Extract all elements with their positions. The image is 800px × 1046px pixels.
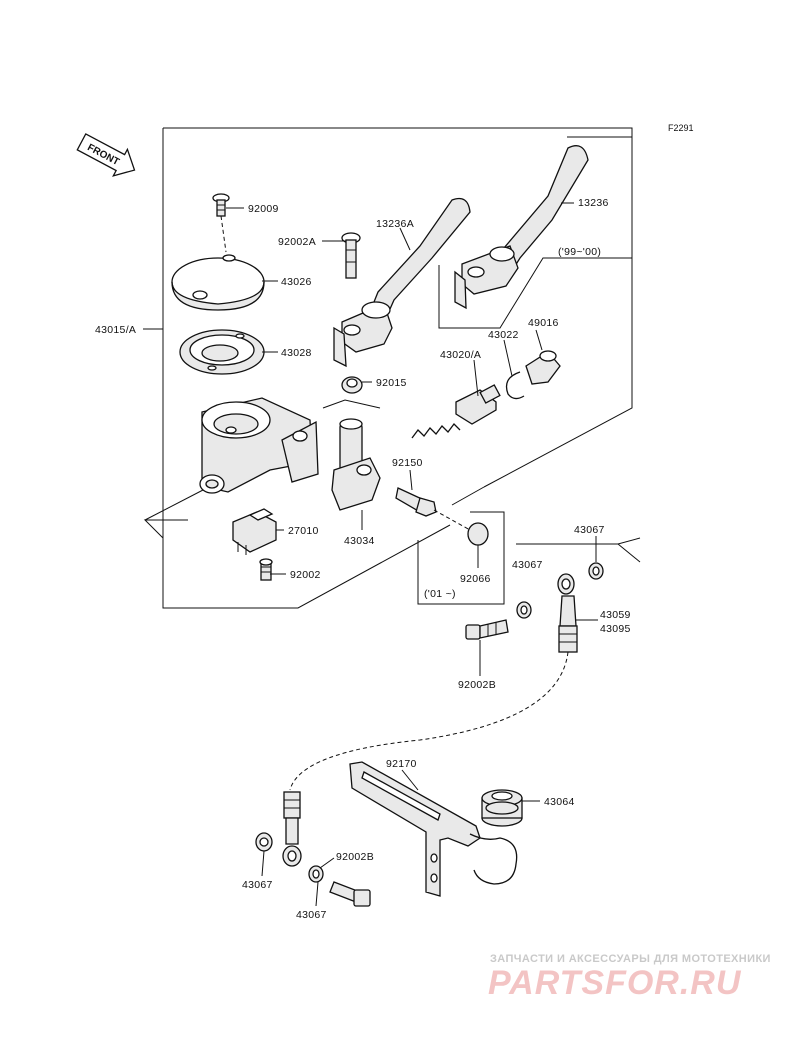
label-43020A: 43020/A bbox=[440, 349, 481, 361]
assembly-frame bbox=[143, 127, 641, 609]
part-92002B-banjo-bolt-lower bbox=[329, 881, 371, 907]
diagram-code: F2291 bbox=[668, 123, 694, 133]
label-43064: 43064 bbox=[544, 796, 575, 808]
label-43022: 43022 bbox=[488, 329, 519, 341]
watermark-tagline: ЗАПЧАСТИ И АКСЕССУАРЫ ДЛЯ МОТОТЕХНИКИ bbox=[490, 953, 771, 965]
label-range-01: ('01 ~) bbox=[424, 588, 456, 600]
label-92150: 92150 bbox=[392, 457, 423, 469]
part-92002B-banjo-bolt bbox=[465, 619, 509, 640]
part-43067-washer-lower-left bbox=[255, 832, 273, 852]
label-43067-lower-right: 43067 bbox=[296, 909, 327, 921]
label-43028: 43028 bbox=[281, 347, 312, 359]
part-92066-cap bbox=[467, 522, 489, 546]
label-43015A: 43015/A bbox=[95, 324, 136, 336]
label-92009: 92009 bbox=[248, 203, 279, 215]
label-43067-mid: 43067 bbox=[512, 559, 543, 571]
label-92002A: 92002A bbox=[278, 236, 316, 248]
label-13236: 13236 bbox=[578, 197, 609, 209]
part-92002-screw bbox=[259, 558, 273, 581]
part-43034-holder bbox=[331, 418, 381, 511]
label-92170: 92170 bbox=[386, 758, 417, 770]
part-43067-washer-right bbox=[588, 562, 604, 580]
part-43028-diaphragm bbox=[179, 329, 265, 375]
label-43067-right: 43067 bbox=[574, 524, 605, 536]
part-43067-washer-lower-right bbox=[308, 865, 324, 883]
part-92009-screw bbox=[212, 193, 230, 253]
label-43034: 43034 bbox=[344, 535, 375, 547]
part-43020A-piston-kit bbox=[411, 384, 501, 439]
part-27010-brake-switch bbox=[232, 508, 277, 555]
label-13236A: 13236A bbox=[376, 218, 414, 230]
label-92002B-lower: 92002B bbox=[336, 851, 374, 863]
part-92150-bolt bbox=[395, 487, 471, 531]
label-92002B: 92002B bbox=[458, 679, 496, 691]
label-43095: 43095 bbox=[600, 623, 631, 635]
label-43067-lower-left: 43067 bbox=[242, 879, 273, 891]
label-49016: 49016 bbox=[528, 317, 559, 329]
part-43022-circlip bbox=[505, 371, 525, 400]
label-92002: 92002 bbox=[290, 569, 321, 581]
part-43064-grommet bbox=[481, 789, 523, 827]
front-arrow-icon: FRONT bbox=[76, 133, 136, 177]
label-43059: 43059 bbox=[600, 609, 631, 621]
leader-lines bbox=[143, 202, 598, 907]
part-13236A-brake-lever bbox=[333, 197, 471, 368]
label-92066: 92066 bbox=[460, 573, 491, 585]
part-43059-brake-hose-fitting bbox=[289, 573, 578, 791]
label-92015: 92015 bbox=[376, 377, 407, 389]
label-range-99-00: ('99~'00) bbox=[558, 246, 601, 258]
part-92002A-pivot-bolt bbox=[341, 232, 361, 279]
part-lower-hose-fitting bbox=[282, 791, 302, 867]
part-43067-washer-mid bbox=[516, 601, 532, 619]
label-43026: 43026 bbox=[281, 276, 312, 288]
watermark-logo: PARTSFOR.RU bbox=[488, 964, 742, 1002]
part-master-cylinder-body bbox=[199, 397, 319, 494]
part-43026-reservoir-cap bbox=[171, 254, 265, 311]
part-13236-brake-lever-alt bbox=[454, 145, 589, 310]
part-92170-hose-clamp bbox=[349, 761, 518, 897]
part-92015-nut bbox=[341, 376, 363, 394]
part-49016-boot bbox=[525, 350, 561, 385]
label-27010: 27010 bbox=[288, 525, 319, 537]
